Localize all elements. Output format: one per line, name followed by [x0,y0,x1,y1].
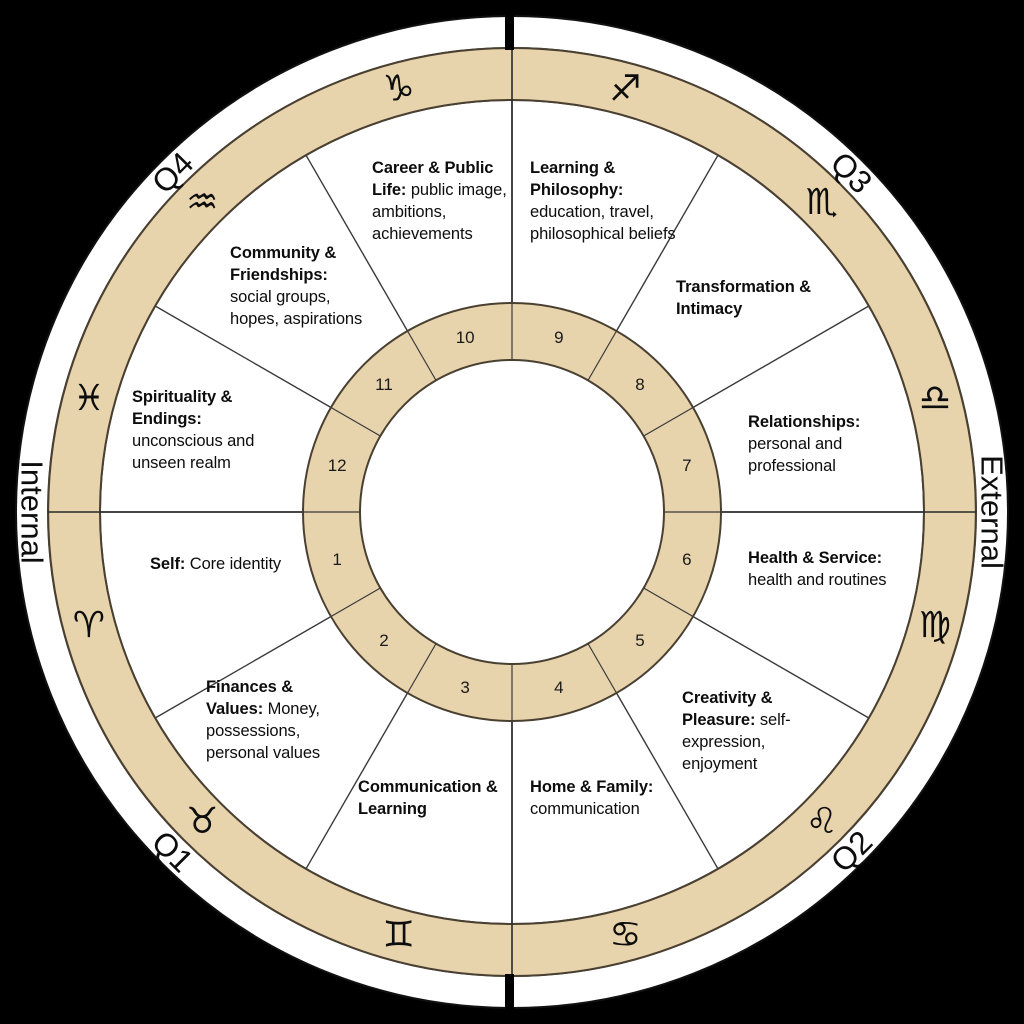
house-divider [305,154,409,332]
house-title-8: Transformation & Intimacy [676,278,812,318]
house-number-divider [330,406,381,437]
house-divider [615,692,719,870]
mc-axis-bar [505,0,514,50]
house-number-12: 12 [328,456,347,475]
house-title-7: Relationships: [748,413,861,431]
house-body-5: self-expression, enjoyment [682,710,791,773]
zodiac-glyph-aries-icon: ♈ [73,605,105,646]
house-divider [692,615,870,719]
zodiac-glyph-cancer-icon: ♋ [609,915,641,956]
house-body-12: unconscious and unseen realm [132,431,255,472]
house-title-9: Learning & Philosophy: [530,159,624,199]
house-number-divider [587,330,618,381]
house-body-10: public image, ambitions, achievements [372,180,507,243]
house-number-2: 2 [379,631,388,650]
zodiac-glyph-leo-icon: ♌ [806,801,838,842]
house-divider [692,305,870,409]
house-description-6: Health & Service: health and routines [748,548,908,592]
zodiac-glyph-sagittarius-icon: ♐ [609,68,641,109]
house-number-divider [406,330,437,381]
house-body-7: personal and professional [748,434,843,475]
house-description-8: Transformation & Intimacy [676,277,866,321]
house-title-10: Career & Public Life: [372,159,494,199]
house-description-10: Career & Public Life: public image, ambi… [372,158,508,246]
house-number-9: 9 [554,328,563,347]
house-body-9: education, travel, philosophical beliefs [530,202,676,243]
house-number-divider [406,643,437,694]
house-number-divider [643,406,694,437]
house-title-2: Finances & Values: [206,678,294,718]
house-description-2: Finances & Values: Money, possessions, p… [206,677,354,765]
house-description-11: Community & Friendships: social groups, … [230,243,370,331]
house-number-divider [330,587,381,618]
house-body-2: Money, possessions, personal values [206,699,321,762]
house-body-6: health and routines [748,570,887,589]
house-title-6: Health & Service: [748,549,883,567]
house-body-1: Core identity [185,555,282,573]
house-number-4: 4 [554,678,563,697]
house-description-9: Learning & Philosophy: education, travel… [530,158,680,246]
zodiac-glyph-scorpio-icon: ♏ [806,182,838,223]
ic-axis-bar [505,974,514,1024]
house-number-5: 5 [635,631,644,650]
house-description-7: Relationships: personal and professional [748,412,918,478]
house-title-12: Spirituality & Endings: [132,388,233,428]
zodiac-glyph-taurus-icon: ♉ [186,801,218,842]
zodiac-glyph-libra-icon: ♎ [919,378,951,419]
house-description-12: Spirituality & Endings: unconscious and … [132,387,292,475]
house-description-3: Communication & Learning [358,777,508,821]
house-title-1: Self: [150,555,186,573]
house-number-7: 7 [682,456,691,475]
house-title-4: Home & Family: [530,778,654,796]
house-number-3: 3 [460,678,469,697]
zodiac-glyph-capricorn-icon: ♑ [382,68,414,109]
zodiac-glyph-pisces-icon: ♓ [73,378,105,419]
house-title-5: Creativity & Pleasure: [682,689,773,729]
zodiac-glyph-group: ♑ ♒ ♓ ♈ ♉ ♊ ♋ ♌ ♍ ♎ ♏ ♐ [73,68,951,955]
house-divider [305,692,409,870]
zodiac-glyph-aquarius-icon: ♒ [186,182,218,223]
house-number-6: 6 [682,550,691,569]
house-divider [154,615,332,719]
zodiac-ring [47,46,977,978]
house-description-5: Creativity & Pleasure: self-expression, … [682,688,827,776]
house-body-4: communication [530,799,640,818]
house-number-10: 10 [456,328,475,347]
house-body-11: social groups, hopes, aspirations [230,287,363,328]
house-number-divider [587,643,618,694]
house-number-1: 1 [332,550,341,569]
house-divider [615,154,719,332]
house-description-4: Home & Family: communication [530,777,680,821]
house-title-11: Community & Friendships: [230,244,337,284]
house-number-8: 8 [635,375,644,394]
zodiac-glyph-gemini-icon: ♊ [382,915,414,956]
axis-label-external: External [975,455,1010,569]
house-divider [154,305,332,409]
house-number-11: 11 [375,375,393,394]
house-number-dividers [303,303,721,721]
house-title-3: Communication & Learning [358,778,498,818]
zodiac-glyph-virgo-icon: ♍ [919,605,951,646]
axis-label-internal: Internal [15,460,50,563]
house-number-divider [643,587,694,618]
house-description-1: Self: Core identity [150,554,300,576]
